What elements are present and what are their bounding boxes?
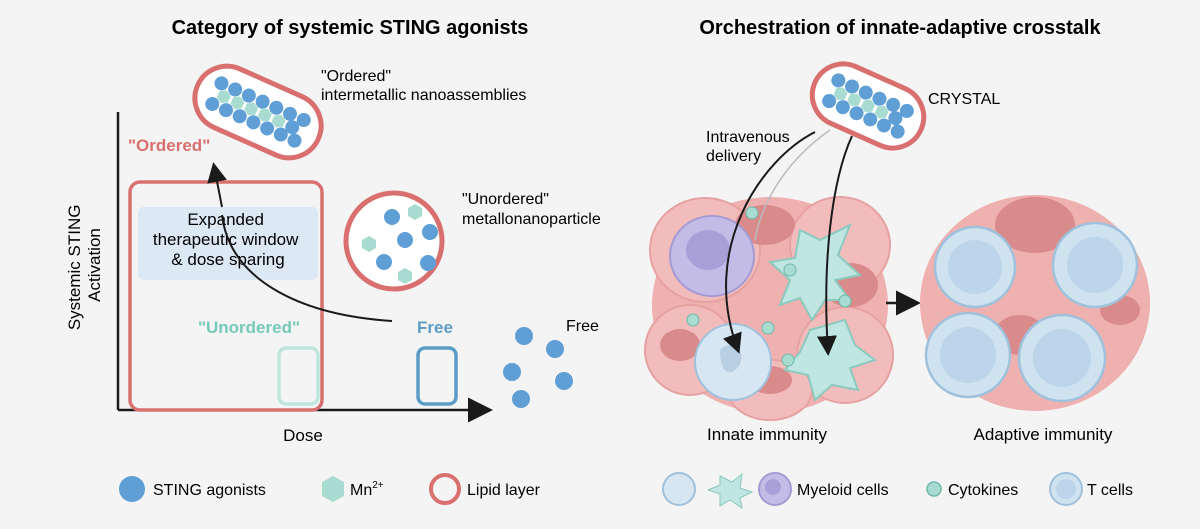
sting-agonist-icon [119, 476, 145, 502]
delivery-arrow-3 [754, 129, 831, 241]
adaptive-label: Adaptive immunity [974, 425, 1113, 444]
window-line2: therapeutic window [153, 230, 299, 249]
sting-agonist-mark [863, 112, 878, 127]
unordered-particle-label: "Unordered" metallonanoparticle [462, 191, 601, 228]
sting-agonist-mark [273, 127, 288, 142]
sting-agonist-mark [218, 103, 233, 118]
therapeutic-window-box [138, 207, 318, 280]
sting-agonist-mark [872, 91, 887, 106]
ordered-label: "Ordered" [128, 136, 210, 155]
delivery-arrow-2 [816, 135, 853, 356]
unordered-particle-line2: metallonanoparticle [462, 211, 601, 228]
delivery-line1: Intravenous [706, 129, 790, 146]
dendritic-icon [706, 472, 754, 510]
innate-label: Innate immunity [707, 425, 827, 444]
window-line1: Expanded [187, 210, 264, 229]
sting-agonist-mark [246, 115, 261, 130]
window-line3: & dose sparing [171, 250, 284, 269]
sting-agonist-mark [283, 106, 298, 121]
sting-agonist-mark [858, 85, 873, 100]
cytokine-icon [926, 481, 942, 497]
mn-ion-mark [244, 102, 259, 116]
legend-mn-sup: 2+ [372, 480, 384, 491]
mn-ion-mark [874, 105, 889, 119]
sting-agonist-mark [232, 109, 247, 124]
mn-ion-mark [271, 114, 286, 128]
ordered-particle-line1: "Ordered" [321, 68, 391, 85]
free-particle-label: Free [566, 318, 599, 335]
dose-sparing-arrow-upper [207, 162, 227, 208]
ordered-nanoassembly [192, 63, 324, 161]
mn-ion-mark [861, 99, 875, 113]
therapeutic-window-text: Expanded therapeutic window & dose spari… [153, 210, 303, 269]
legend: STING agonists Mn2+ Lipid layer Myeloid … [119, 472, 1133, 510]
sting-agonist-mark [285, 120, 300, 135]
sting-agonist-mark [888, 111, 903, 126]
sting-agonist-mark [822, 94, 837, 109]
legend-cytokines: Cytokines [948, 482, 1018, 499]
legend-mn: Mn2+ [350, 480, 384, 499]
adaptive-tumor-cluster [920, 195, 1150, 411]
mn-ion-mark [216, 90, 231, 104]
sting-agonist-mark [876, 118, 891, 133]
mn-ion-mark [230, 96, 245, 110]
legend-lipid-layer: Lipid layer [467, 482, 541, 499]
sting-agonist-mark [241, 88, 256, 103]
sting-agonist-mark [899, 103, 914, 118]
left-panel-title: Category of systemic STING agonists [172, 17, 529, 39]
legend-mn-base: Mn [350, 482, 372, 499]
lipid-layer-icon [429, 473, 461, 505]
delivery-label: Intravenous delivery [706, 129, 794, 165]
sting-agonist-mark [260, 121, 275, 136]
crystal-label: CRYSTAL [928, 91, 1000, 108]
innate-tumor-cluster [644, 196, 894, 421]
ordered-particle-line2: intermetallic nanoassemblies [321, 87, 526, 104]
sting-agonist-mark [890, 124, 905, 139]
unordered-particle-line1: "Unordered" [462, 191, 549, 208]
unordered-nanoparticle [343, 190, 445, 292]
dendritic-cell [767, 222, 863, 322]
legend-sting-agonists: STING agonists [153, 482, 266, 499]
sting-agonist-mark [255, 94, 270, 109]
mn-ion-mark [833, 87, 848, 101]
sting-agonist-mark [886, 97, 901, 112]
delivery-line2: delivery [706, 148, 761, 165]
dose-sparing-arrow [221, 214, 393, 322]
sting-agonist-mark [835, 100, 850, 115]
crystal-nanoassembly [809, 61, 927, 151]
legend-myeloid-cells: Myeloid cells [797, 482, 889, 499]
mn-ion-mark [847, 93, 862, 107]
mn-hexagon-icon [322, 476, 344, 502]
sting-agonist-mark [845, 79, 860, 94]
x-axis-label: Dose [283, 426, 323, 445]
sting-agonist-mark [287, 133, 302, 148]
sting-agonist-mark [269, 100, 284, 115]
y-axis-label-line1: Systemic STING [65, 205, 84, 331]
legend-t-cells: T cells [1087, 482, 1133, 499]
sting-agonist-mark [214, 76, 229, 91]
delivery-arrow-1 [722, 131, 816, 354]
free-label: Free [417, 318, 453, 337]
unordered-label: "Unordered" [198, 318, 300, 337]
sting-agonist-mark [228, 82, 243, 97]
unordered-bar [277, 346, 320, 406]
right-panel-title: Orchestration of innate-adaptive crossta… [699, 17, 1101, 39]
sting-agonist-mark [831, 73, 846, 88]
free-agonist-particles [503, 327, 573, 408]
mn-ion-mark [257, 108, 272, 122]
y-axis-label: Systemic STING Activation [65, 200, 104, 330]
free-bar [416, 346, 458, 406]
sting-agonist-mark [849, 106, 864, 121]
sting-agonist-mark [296, 112, 311, 127]
macrophage-icon [662, 472, 696, 506]
ordered-particle-label: "Ordered" intermetallic nanoassemblies [321, 68, 526, 104]
y-axis-label-line2: Activation [85, 228, 104, 302]
sting-agonist-mark [205, 97, 220, 112]
